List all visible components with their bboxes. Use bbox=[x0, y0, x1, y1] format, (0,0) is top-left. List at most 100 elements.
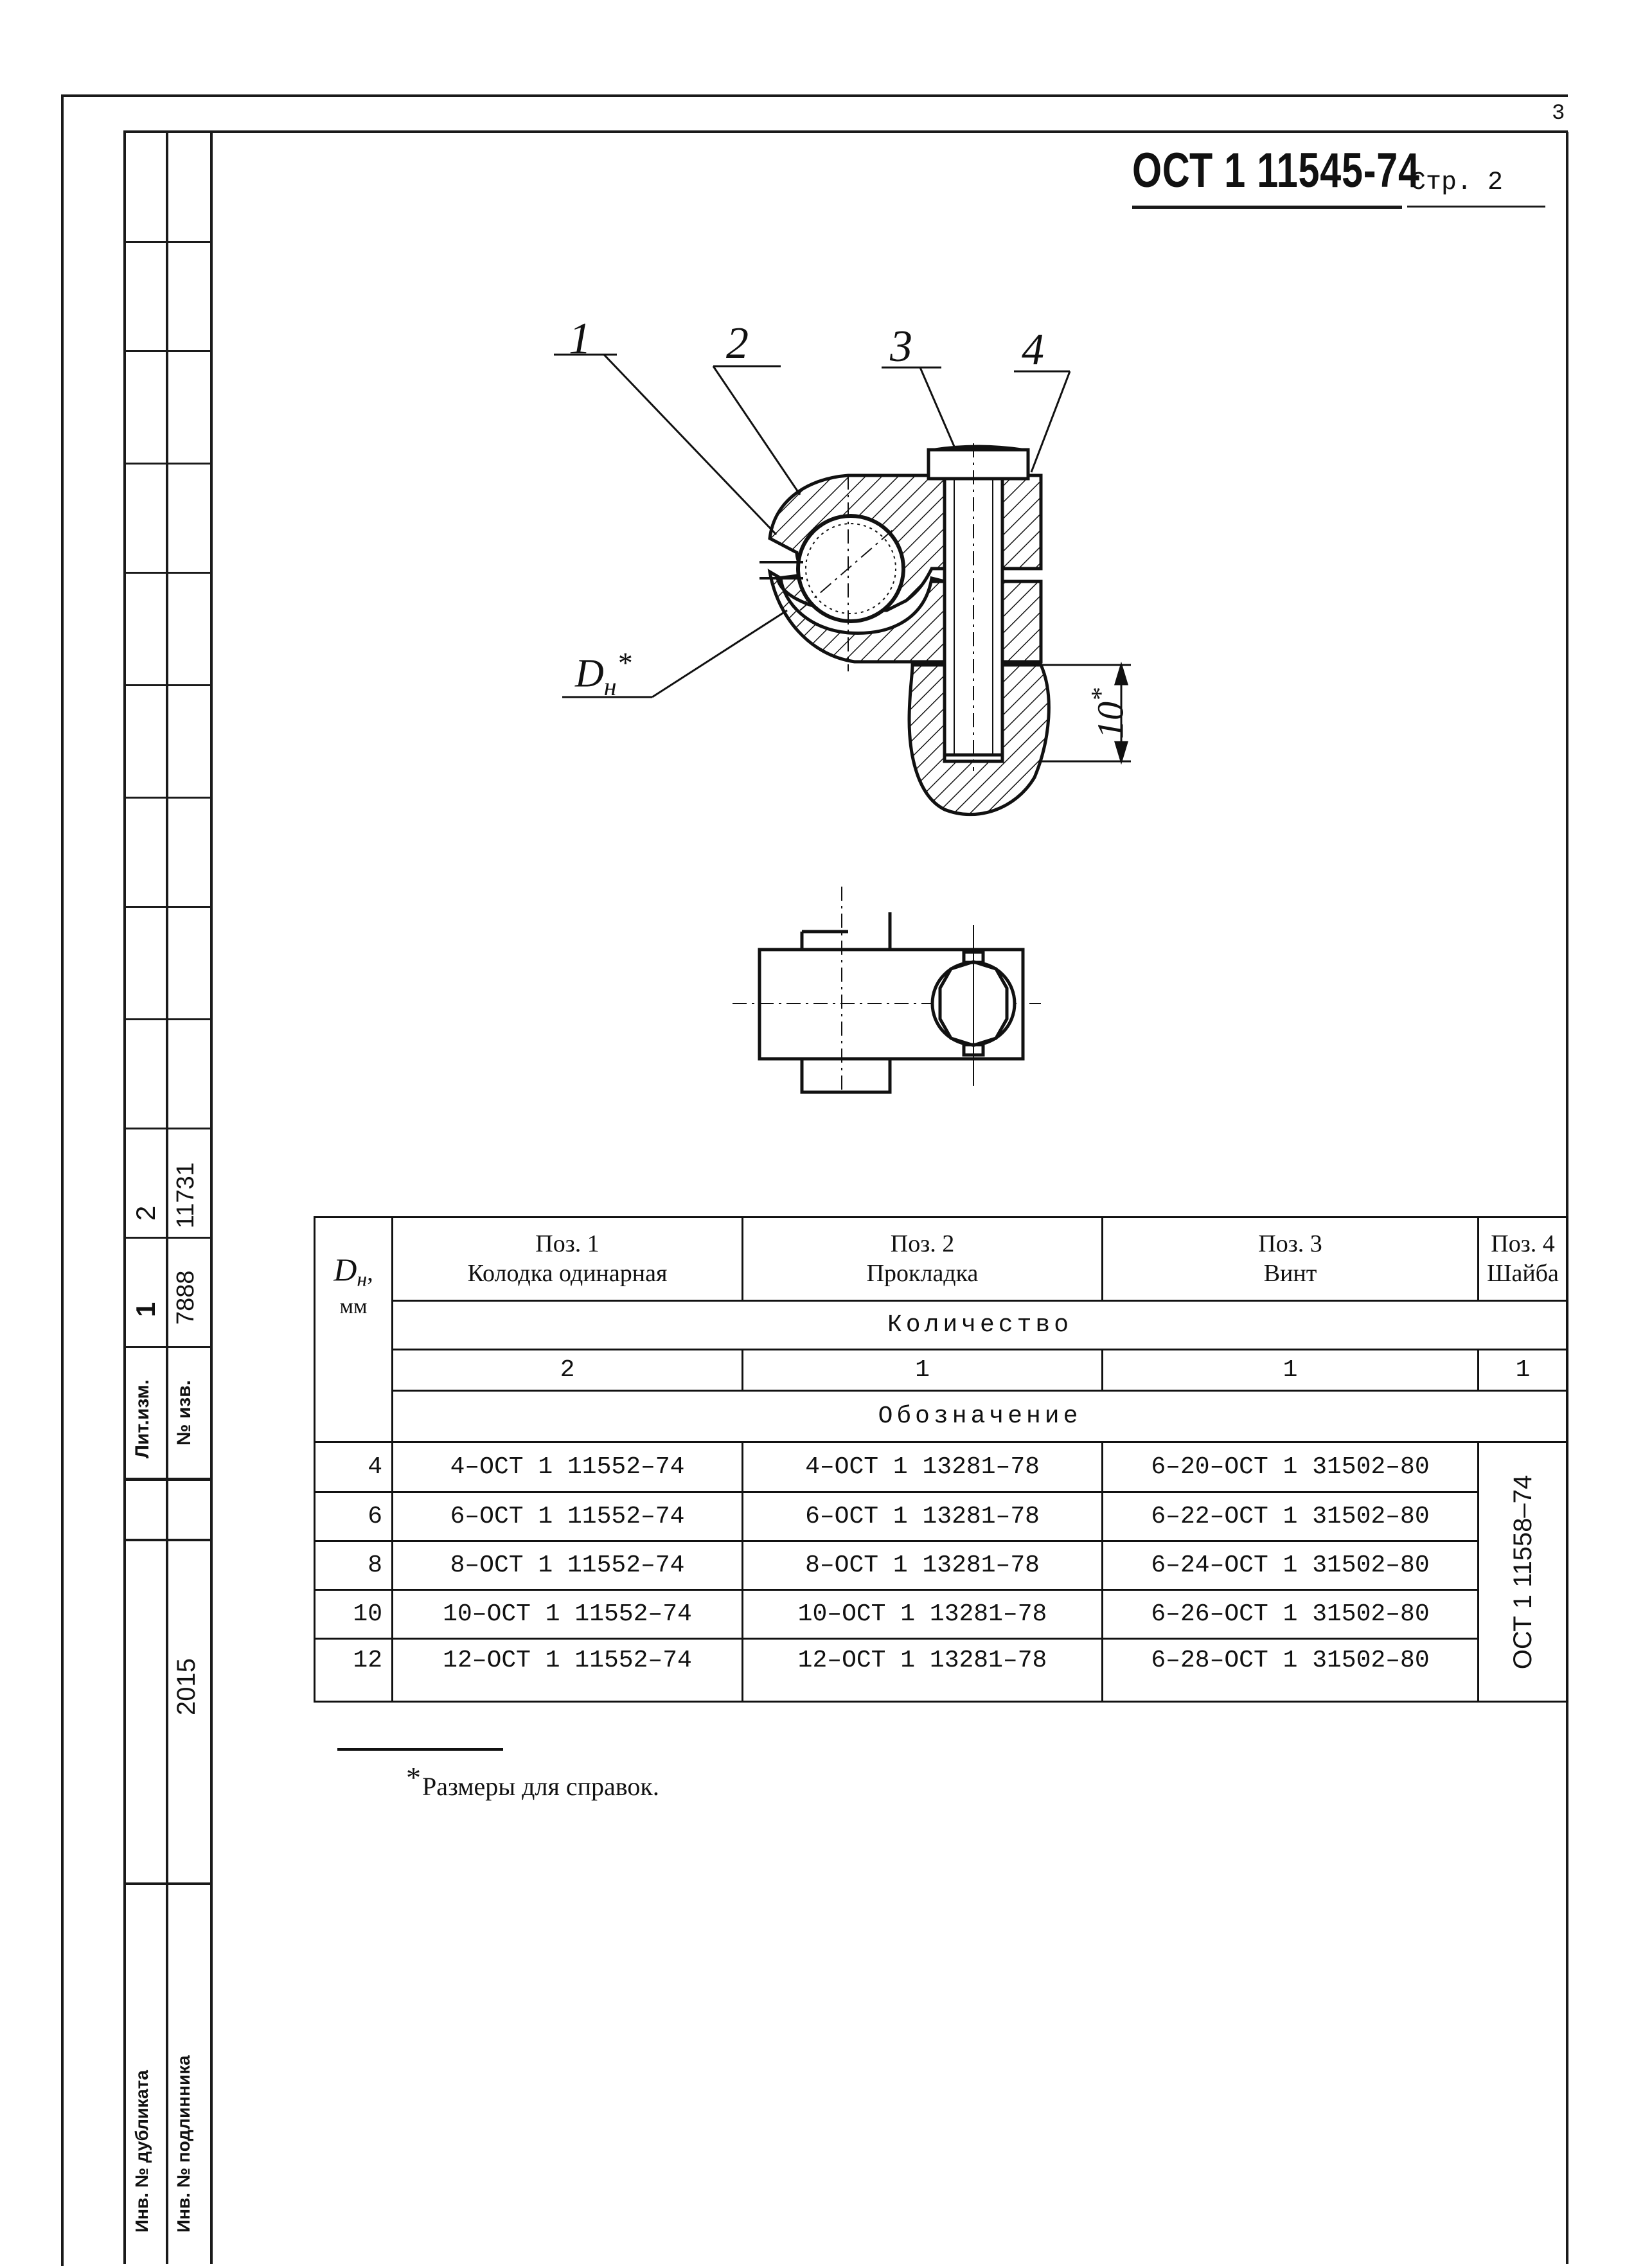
stamp-cell-line bbox=[123, 1539, 211, 1541]
callout-4: 4 bbox=[1022, 325, 1044, 375]
row-dn: 12 bbox=[314, 1638, 393, 1703]
designation-label: Обозначение bbox=[391, 1390, 1568, 1443]
document-code-underline bbox=[1132, 206, 1402, 209]
qty-pos1: 2 bbox=[391, 1349, 743, 1392]
row-pos3: 6–26–ОСТ 1 31502–80 bbox=[1101, 1589, 1479, 1640]
row-pos2: 12–ОСТ 1 13281–78 bbox=[742, 1638, 1103, 1703]
diameter-star: * bbox=[616, 646, 632, 679]
row-dn: 4 bbox=[314, 1441, 393, 1493]
frame-top bbox=[61, 94, 1568, 97]
table-row: 4 4–ОСТ 1 11552–74 4–ОСТ 1 13281–78 6–20… bbox=[314, 1441, 1568, 1703]
footnote: *Размеры для справок. bbox=[406, 1761, 659, 1802]
stamp-cell-line bbox=[123, 1237, 211, 1239]
stamp-rev-1: 1 bbox=[130, 1302, 161, 1317]
dn-unit: мм bbox=[339, 1294, 368, 1318]
row-pos1: 6–ОСТ 1 11552–74 bbox=[391, 1491, 743, 1542]
depth-label: 10* bbox=[1086, 688, 1132, 739]
col-pos3-name: Винт bbox=[1263, 1259, 1317, 1287]
frame-left-outer bbox=[61, 94, 64, 2266]
footnote-text: Размеры для справок. bbox=[422, 1772, 659, 1801]
stamp-cell-line bbox=[123, 350, 211, 352]
depth-dimension bbox=[1041, 661, 1131, 765]
row-pos2: 6–ОСТ 1 13281–78 bbox=[742, 1491, 1103, 1542]
col-pos3-num: Поз. 3 bbox=[1258, 1230, 1322, 1257]
col-pos2-name: Прокладка bbox=[866, 1259, 979, 1287]
stamp-cell-line bbox=[123, 572, 211, 574]
stamp-cell-line bbox=[123, 906, 211, 908]
row-pos3: 6–22–ОСТ 1 31502–80 bbox=[1101, 1491, 1479, 1542]
row-pos1: 12–ОСТ 1 11552–74 bbox=[391, 1638, 743, 1703]
stamp-inv-dubl-label: Инв. № дубликата bbox=[132, 2070, 152, 2233]
stamp-middle-line bbox=[166, 130, 168, 2264]
qty-pos2: 1 bbox=[742, 1349, 1103, 1392]
footnote-star: * bbox=[406, 1761, 421, 1794]
depth-star: * bbox=[1087, 688, 1116, 702]
stamp-year: 2015 bbox=[172, 1658, 200, 1715]
stamp-inv-podl-label: Инв. № подлинника bbox=[173, 2055, 193, 2233]
stamp-left-edge bbox=[123, 130, 126, 2264]
washer-cell: ОСТ 1 11558–74 bbox=[1477, 1441, 1568, 1703]
page-label-underline bbox=[1407, 206, 1545, 208]
diameter-symbol: D bbox=[575, 651, 604, 696]
stamp-right-edge bbox=[210, 130, 213, 2264]
footnote-rule bbox=[337, 1748, 503, 1751]
qty-label: Количество bbox=[391, 1300, 1568, 1350]
col-pos2-num: Поз. 2 bbox=[890, 1230, 955, 1257]
document-code: ОСТ 1 11545-74 bbox=[1132, 143, 1420, 198]
page-label: Стр. 2 bbox=[1410, 168, 1504, 197]
col-pos4-name: Шайба bbox=[1487, 1259, 1559, 1287]
diameter-label: Dн* bbox=[575, 646, 632, 702]
frame-top-inner bbox=[123, 130, 1568, 133]
table-row: 12 12–ОСТ 1 11552–74 12–ОСТ 1 13281–78 6… bbox=[314, 1638, 1568, 1703]
diameter-sub: н bbox=[603, 672, 617, 702]
stamp-izv-7888: 7888 bbox=[172, 1270, 199, 1325]
row-dn: 8 bbox=[314, 1540, 393, 1591]
callout-leaders bbox=[554, 353, 1071, 698]
row-pos3: 6–24–ОСТ 1 31502–80 bbox=[1101, 1540, 1479, 1591]
stamp-lit-izm-label: Лит.изм. bbox=[132, 1379, 153, 1458]
callout-1: 1 bbox=[569, 314, 591, 364]
row-pos1: 4–ОСТ 1 11552–74 bbox=[391, 1441, 743, 1493]
row-pos3: 6–20–ОСТ 1 31502–80 bbox=[1101, 1441, 1479, 1493]
stamp-no-izv-label: № изв. bbox=[173, 1380, 195, 1446]
depth-value: 10 bbox=[1089, 702, 1132, 739]
stamp-cell-line bbox=[123, 463, 211, 465]
qty-pos4: 1 bbox=[1477, 1349, 1568, 1392]
washer-designation: ОСТ 1 11558–74 bbox=[1509, 1474, 1537, 1669]
row-dn: 6 bbox=[314, 1491, 393, 1542]
dn-header: Dн, мм bbox=[314, 1216, 393, 1443]
row-pos1: 10–ОСТ 1 11552–74 bbox=[391, 1589, 743, 1640]
bolt-section bbox=[927, 443, 1030, 771]
stamp-cell-line bbox=[123, 1128, 211, 1129]
stamp-cell-line bbox=[123, 1478, 211, 1481]
table-row: 6 6–ОСТ 1 11552–74 6–ОСТ 1 13281–78 6–22… bbox=[314, 1491, 1568, 1542]
stamp-cell-line bbox=[123, 241, 211, 243]
base-part-section bbox=[907, 663, 1051, 817]
col-pos4-num: Поз. 4 bbox=[1491, 1230, 1555, 1257]
row-pos2: 10–ОСТ 1 13281–78 bbox=[742, 1589, 1103, 1640]
callout-3: 3 bbox=[890, 322, 912, 371]
callout-2: 2 bbox=[726, 319, 749, 368]
table-row: 8 8–ОСТ 1 11552–74 8–ОСТ 1 13281–78 6–24… bbox=[314, 1540, 1568, 1591]
dn-sub: н bbox=[357, 1267, 368, 1291]
col-pos1-name: Колодка одинарная bbox=[467, 1259, 668, 1287]
col-pos1-num: Поз. 1 bbox=[535, 1230, 600, 1257]
row-dn: 10 bbox=[314, 1589, 393, 1640]
row-pos2: 8–ОСТ 1 13281–78 bbox=[742, 1540, 1103, 1591]
row-pos1: 8–ОСТ 1 11552–74 bbox=[391, 1540, 743, 1591]
table-row: 10 10–ОСТ 1 11552–74 10–ОСТ 1 13281–78 6… bbox=[314, 1589, 1568, 1640]
stamp-cell-line bbox=[123, 1346, 211, 1348]
stamp-cell-line bbox=[123, 1018, 211, 1020]
frame-right bbox=[1566, 132, 1568, 2264]
qty-pos3: 1 bbox=[1101, 1349, 1479, 1392]
stamp-izv-11731: 11731 bbox=[172, 1162, 199, 1228]
row-pos2: 4–ОСТ 1 13281–78 bbox=[742, 1441, 1103, 1493]
assembly-drawing bbox=[554, 353, 1131, 1094]
top-view bbox=[733, 887, 1041, 1094]
dn-symbol: D bbox=[333, 1252, 357, 1288]
